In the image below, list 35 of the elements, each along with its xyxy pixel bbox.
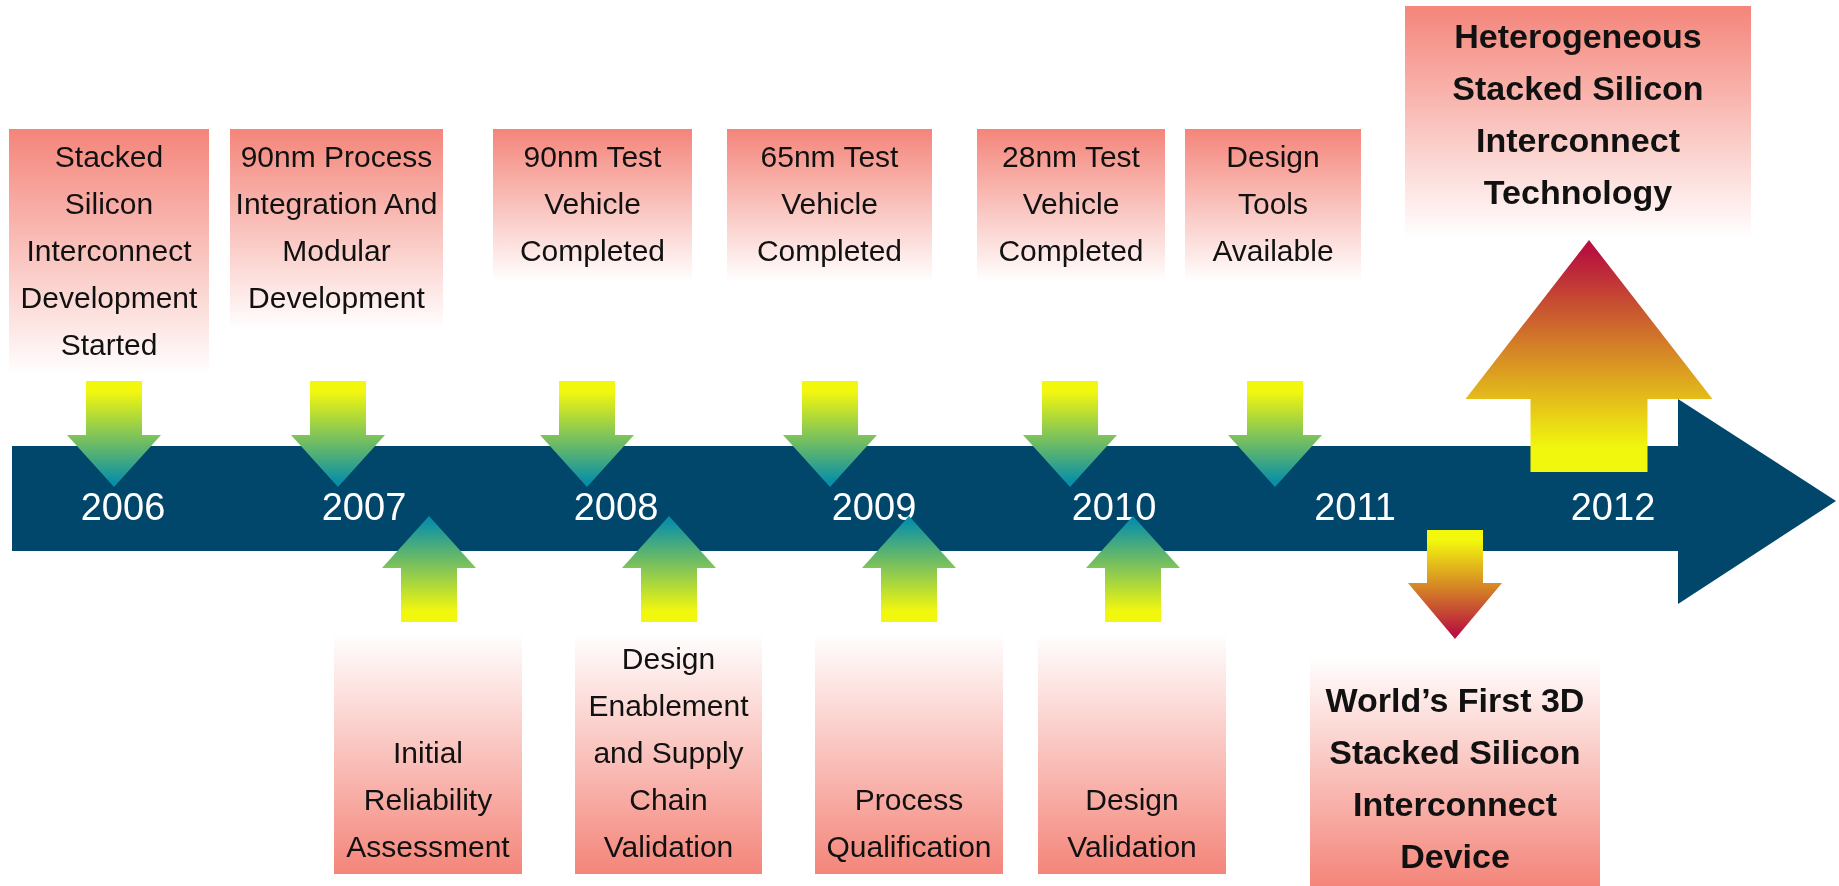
block-arrow xyxy=(1465,240,1713,472)
year-label: 2011 xyxy=(1314,485,1396,529)
block-arrow xyxy=(1228,381,1322,487)
block-arrow xyxy=(1086,516,1180,622)
block-arrow xyxy=(67,381,161,487)
block-arrow xyxy=(1023,381,1117,487)
milestone-text: Design Tools Available xyxy=(1211,139,1335,269)
year-label: 2009 xyxy=(831,485,917,529)
milestone-text: 65nm Test Vehicle Completed xyxy=(755,139,904,269)
year-label: 2012 xyxy=(1570,485,1656,529)
milestone-box xyxy=(977,129,1165,282)
block-arrow xyxy=(862,516,956,622)
milestone-box xyxy=(493,129,692,282)
milestone-text: Process Qualification xyxy=(825,782,993,865)
year-label: 2008 xyxy=(573,485,659,529)
milestone-text: Initial Reliability Assessment xyxy=(345,735,511,865)
milestone-text: Design Validation xyxy=(1066,782,1198,865)
block-arrow xyxy=(622,516,716,622)
block-arrow xyxy=(291,381,385,487)
year-label: 2006 xyxy=(80,485,166,529)
milestone-text: 90nm Process Integration And Modular Development xyxy=(234,139,439,316)
year-label: 2010 xyxy=(1071,485,1157,529)
milestone-text: 28nm Test Vehicle Completed xyxy=(997,139,1145,269)
milestone-box xyxy=(727,129,932,282)
block-arrow xyxy=(783,381,877,487)
milestone-text: 90nm Test Vehicle Completed xyxy=(518,139,667,269)
milestone-text: Heterogeneous Stacked Silicon Interconnect Technology xyxy=(1451,16,1705,213)
block-arrow xyxy=(382,516,476,622)
milestone-text: Stacked Silicon Interconnect Development Started xyxy=(19,139,199,363)
milestone-text: World’s First 3D Stacked Silicon Interconnect Device xyxy=(1324,680,1586,877)
block-arrow xyxy=(1408,530,1502,639)
year-label: 2007 xyxy=(321,485,407,529)
block-arrow xyxy=(540,381,634,487)
milestone-text: Design Enablement and Supply Chain Validation xyxy=(587,641,750,865)
milestone-box xyxy=(1185,129,1361,282)
